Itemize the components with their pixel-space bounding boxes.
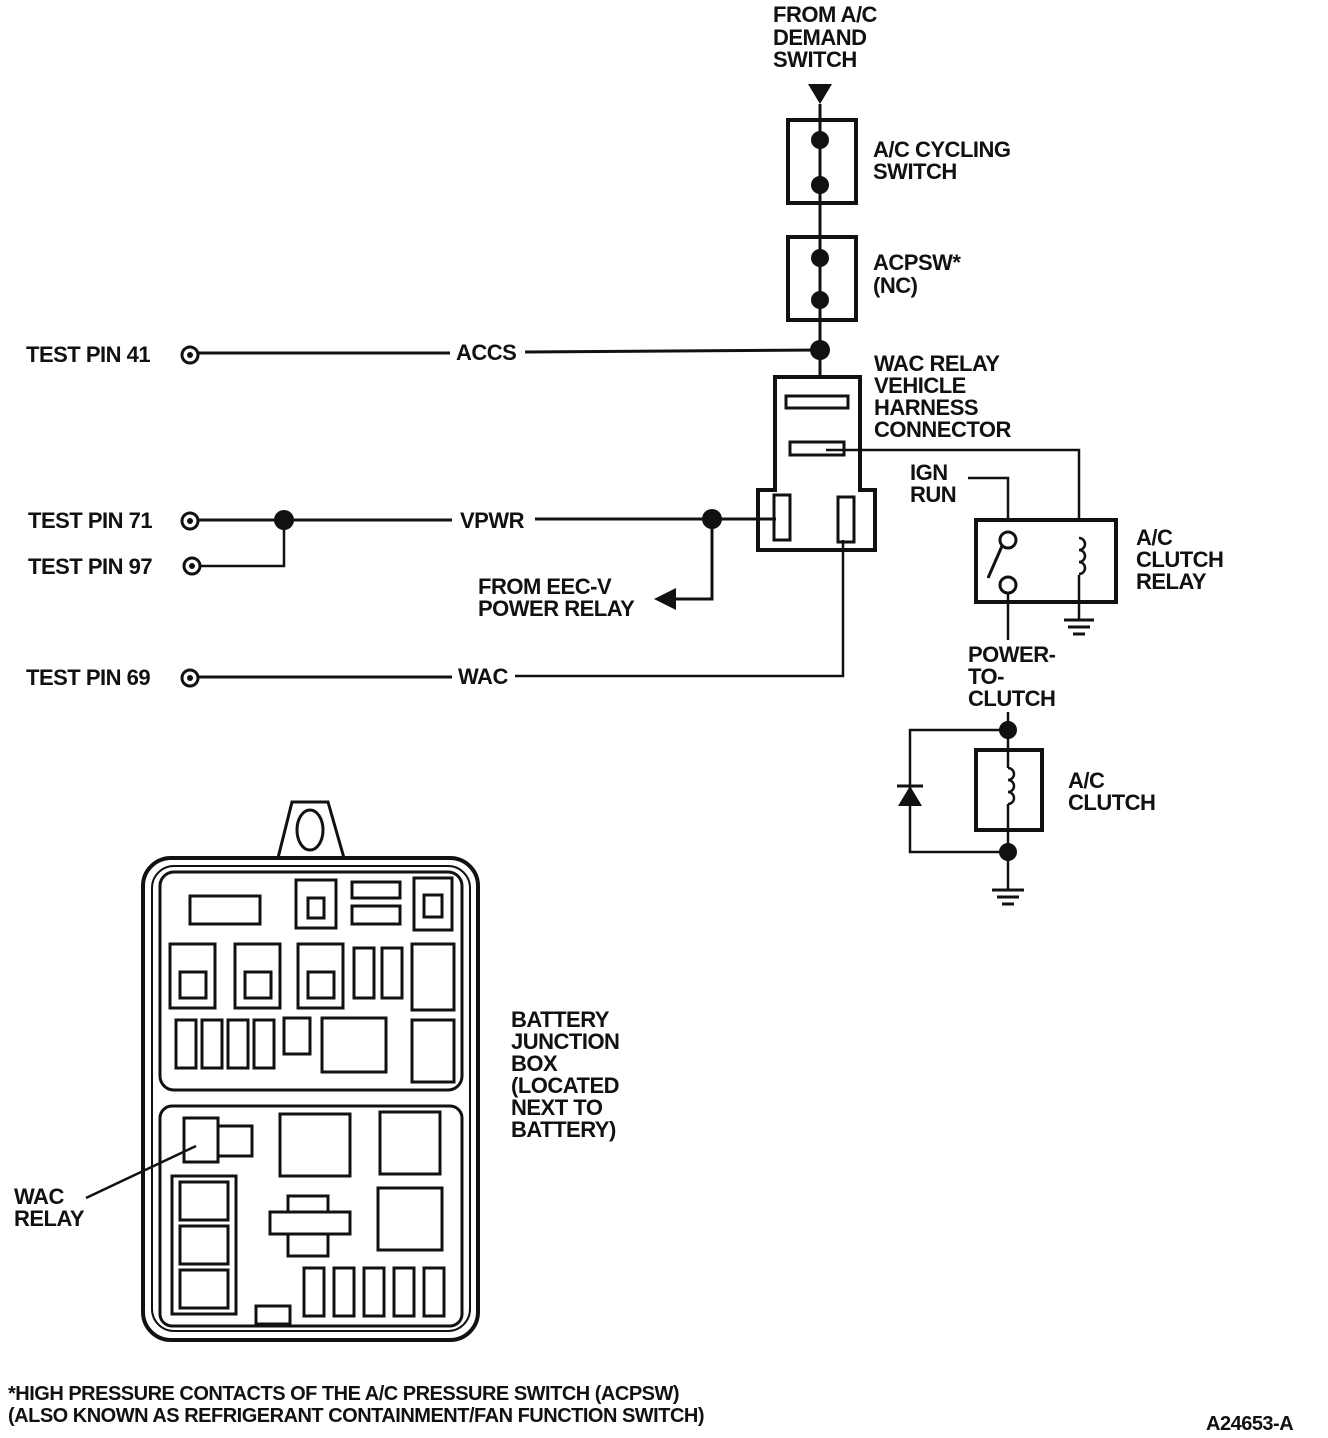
test-pin-97: TEST PIN 97	[28, 554, 202, 579]
ign-run-label: IGN RUN	[910, 460, 957, 507]
svg-text:DEMAND: DEMAND	[773, 25, 867, 50]
svg-text:VEHICLE: VEHICLE	[874, 373, 966, 398]
svg-text:RELAY: RELAY	[1136, 569, 1207, 594]
svg-text:WAC RELAY: WAC RELAY	[874, 351, 1000, 376]
svg-text:IGN: IGN	[910, 460, 948, 485]
svg-text:POWER-: POWER-	[968, 642, 1056, 667]
svg-text:TEST PIN 97: TEST PIN 97	[28, 554, 152, 579]
diode-icon	[897, 784, 923, 806]
ac-clutch	[974, 748, 1044, 852]
from-ac-demand-label: FROM A/C DEMAND SWITCH	[773, 2, 878, 72]
svg-text:FROM A/C: FROM A/C	[773, 2, 878, 27]
ac-clutch-label: A/C CLUTCH	[1068, 768, 1156, 815]
svg-text:JUNCTION: JUNCTION	[511, 1029, 619, 1054]
svg-text:BOX: BOX	[511, 1051, 558, 1076]
from-eec-label: FROM EEC-V POWER RELAY	[478, 574, 636, 621]
power-to-clutch-label: POWER- TO- CLUTCH	[968, 642, 1056, 711]
eec-power-arrow-icon	[654, 588, 676, 610]
svg-text:CLUTCH: CLUTCH	[968, 686, 1055, 711]
svg-text:A/C: A/C	[1068, 768, 1105, 793]
ac-clutch-relay-label: A/C CLUTCH RELAY	[1136, 525, 1224, 594]
svg-text:TEST PIN 41: TEST PIN 41	[26, 342, 150, 367]
svg-text:(LOCATED: (LOCATED	[511, 1073, 619, 1098]
wac-relay-pointer	[85, 1144, 197, 1200]
svg-text:A/C: A/C	[1136, 525, 1173, 550]
svg-text:NEXT TO: NEXT TO	[511, 1095, 603, 1120]
test-pin-69: TEST PIN 69	[26, 665, 200, 690]
ground-icon	[1064, 618, 1094, 636]
svg-text:(ALSO KNOWN AS REFRIGERANT CON: (ALSO KNOWN AS REFRIGERANT CONTAINMENT/F…	[8, 1405, 704, 1427]
svg-text:HARNESS: HARNESS	[874, 395, 978, 420]
input-arrow-icon	[808, 84, 832, 104]
test-pin-71: TEST PIN 71	[28, 508, 200, 533]
ac-cycling-switch	[786, 104, 858, 400]
wac-relay-connector-label: WAC RELAY VEHICLE HARNESS CONNECTOR	[874, 351, 1012, 442]
svg-text:RELAY: RELAY	[14, 1206, 85, 1231]
wac-signal-label: WAC	[458, 664, 508, 689]
svg-text:CLUTCH: CLUTCH	[1136, 547, 1223, 572]
wac-relay-label: WAC RELAY	[14, 1184, 85, 1231]
svg-text:POWER RELAY: POWER RELAY	[478, 596, 635, 621]
ac-cycling-switch-label: A/C CYCLING SWITCH	[873, 137, 1011, 184]
svg-text:WAC: WAC	[14, 1184, 64, 1209]
wac-relay-connector	[756, 375, 877, 552]
svg-text:(NC): (NC)	[873, 273, 918, 298]
vpwr-signal-label: VPWR	[460, 508, 525, 533]
acpsw-switch	[786, 230, 858, 330]
battery-junction-box-label: BATTERY JUNCTION BOX (LOCATED NEXT TO BA…	[511, 1007, 620, 1142]
svg-text:SWITCH: SWITCH	[873, 159, 957, 184]
svg-text:TEST PIN 69: TEST PIN 69	[26, 665, 150, 690]
svg-text:FROM EEC-V: FROM EEC-V	[478, 574, 612, 599]
svg-text:TO-: TO-	[968, 664, 1004, 689]
svg-text:SWITCH: SWITCH	[773, 47, 857, 72]
svg-text:CLUTCH: CLUTCH	[1068, 790, 1155, 815]
svg-text:BATTERY: BATTERY	[511, 1007, 610, 1032]
footnote: *HIGH PRESSURE CONTACTS OF THE A/C PRESS…	[8, 1383, 705, 1427]
svg-text:TEST PIN 71: TEST PIN 71	[28, 508, 152, 533]
ground-icon	[992, 888, 1024, 906]
svg-text:*HIGH PRESSURE CONTACTS OF THE: *HIGH PRESSURE CONTACTS OF THE A/C PRESS…	[8, 1383, 679, 1405]
svg-text:RUN: RUN	[910, 482, 956, 507]
svg-text:ACPSW*: ACPSW*	[873, 250, 961, 275]
battery-junction-box	[141, 800, 480, 1342]
acpsw-label: ACPSW* (NC)	[873, 250, 962, 298]
figure-id: A24653-A	[1206, 1413, 1293, 1435]
accs-signal-label: ACCS	[456, 340, 516, 365]
test-pin-41: TEST PIN 41	[26, 342, 200, 367]
svg-text:BATTERY): BATTERY)	[511, 1117, 616, 1142]
ac-clutch-relay	[974, 518, 1118, 620]
svg-text:A/C CYCLING: A/C CYCLING	[873, 137, 1011, 162]
svg-text:CONNECTOR: CONNECTOR	[874, 417, 1011, 442]
